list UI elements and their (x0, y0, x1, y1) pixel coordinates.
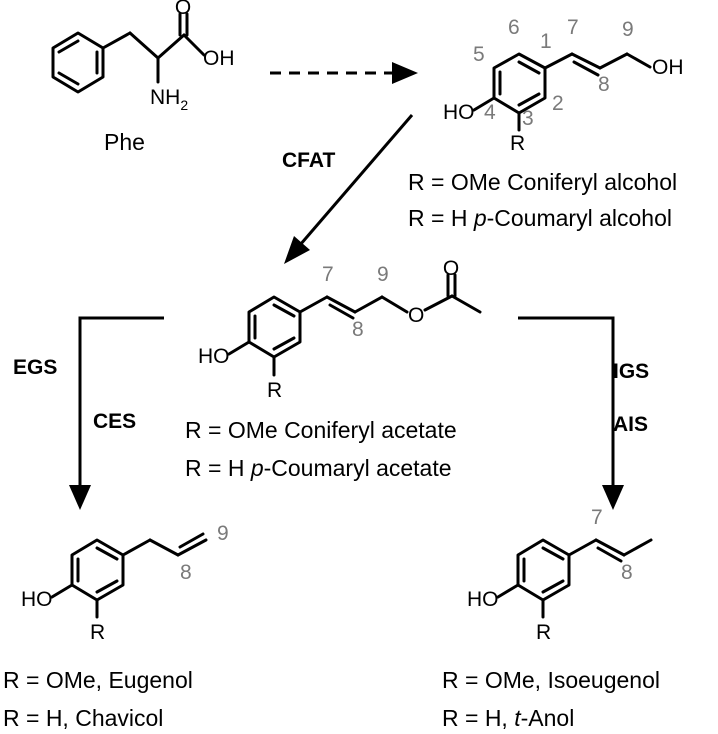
igs-ais-arrow (518, 316, 624, 510)
phe-ch2-bond (101, 31, 132, 50)
eugenol-c7c8-bond (148, 538, 180, 557)
isoeugenol-c7-bond (567, 538, 598, 557)
eugenol-c8c9-double (178, 532, 205, 549)
acetate-ring-double-1 (272, 303, 296, 318)
dashed-arrow-phe-to-alcohol (270, 62, 418, 84)
eugenol-caption-1: R = OMe, Eugenol (3, 667, 193, 693)
isoeugenol-num-8: 8 (621, 561, 633, 584)
acetate-methyl-bond (450, 294, 482, 314)
acetate-c8c9-bond (353, 295, 384, 314)
acetate-caption-2: R = H p-Coumaryl acetate (185, 455, 452, 481)
phe-carboxyl-bond (156, 33, 186, 60)
isoeugenol-c4-oh-bond (496, 583, 520, 599)
phe-name: Phe (104, 129, 145, 155)
alcohol-num-1: 1 (540, 30, 552, 53)
isoeugenol-caption-1: R = OMe, Isoeugenol (442, 667, 660, 693)
alcohol-num-8: 8 (598, 73, 610, 96)
eugenol-c4-oh-bond (50, 583, 74, 599)
alcohol-c9-oh-bond (625, 52, 652, 69)
alcohol-c8c9-bond (598, 52, 629, 70)
phenylalanine-structure: O OH NH2 Phe (51, 0, 235, 155)
isoeugenol-c7c8-bond (594, 538, 626, 557)
alcohol-num-7: 7 (567, 16, 579, 39)
eugenol-caption-2: R = H, Chavicol (3, 705, 163, 731)
eugenol-num-9: 9 (217, 522, 229, 545)
alcohol-ring-double-1 (517, 60, 541, 75)
phe-ring-double-3 (57, 71, 80, 86)
acetate-carbonyl-o: O (443, 257, 459, 280)
phe-ring (51, 31, 105, 94)
alcohol-c7c8-bond (570, 52, 602, 70)
acetate-c7c8-double (328, 303, 355, 320)
acetate-structure: O O HO R 7 8 9 R = OMe Coniferyl acetate… (185, 257, 482, 481)
acetate-c7c8-bond (325, 295, 357, 314)
acetate-c7-bond (298, 295, 329, 314)
isoeugenol-c7c8-double (596, 546, 623, 563)
acetate-r-label: R (267, 379, 282, 402)
alcohol-r-label: R (510, 132, 525, 155)
alcohol-ring-double-2 (517, 92, 541, 107)
isoeugenol-num-7: 7 (591, 506, 603, 529)
acetate-oh-left: HO (198, 345, 230, 368)
eugenol-ch2-bond (121, 538, 152, 557)
isoeugenol-ring-double-2 (541, 579, 565, 594)
acetate-c4-oh-bond (227, 340, 251, 356)
isoeugenol-oh-left: HO (467, 588, 499, 611)
alcohol-caption-2: R = H p-Coumaryl alcohol (408, 205, 672, 231)
alcohol-num-4: 4 (484, 101, 496, 124)
alcohol-c4-oh-bond (472, 96, 496, 112)
egs-label: EGS (13, 356, 57, 379)
acetate-num-8: 8 (352, 318, 364, 341)
alcohol-num-6: 6 (508, 16, 520, 39)
phe-ring-double-1 (57, 39, 80, 54)
isoeugenol-caption-2: R = H, t-Anol (442, 705, 574, 731)
acetate-num-9: 9 (377, 263, 389, 286)
cfat-label: CFAT (282, 149, 335, 172)
acetate-caption-1: R = OMe Coniferyl acetate (185, 417, 457, 443)
alcohol-num-9: 9 (622, 18, 634, 41)
cfat-arrow (284, 114, 414, 264)
eugenol-num-8: 8 (180, 561, 192, 584)
alcohol-structure: OH HO R 1 2 3 4 5 6 7 8 9 R = OMe Conife… (408, 16, 684, 231)
acetate-num-7: 7 (322, 263, 334, 286)
eugenol-structure: HO R 8 9 R = OMe, Eugenol R = H, Chavico… (3, 522, 229, 731)
isoeugenol-ring-double-1 (541, 546, 565, 561)
phe-amine-label: NH2 (150, 86, 188, 113)
alcohol-oh-left: HO (443, 101, 475, 124)
phe-oh-bond (182, 33, 206, 57)
acetate-ester-o: O (408, 304, 424, 327)
egs-ces-arrow (69, 316, 164, 510)
eugenol-c8c9-bond (176, 538, 208, 557)
ais-label: AIS (613, 413, 648, 436)
alcohol-num-3: 3 (522, 107, 534, 130)
acetate-o-carbonyl-bond (423, 294, 454, 312)
eugenol-ring-double-1 (95, 546, 119, 561)
alcohol-oh-right: OH (652, 56, 684, 79)
eugenol-ring-double-2 (95, 579, 119, 594)
alcohol-c7c8-double (572, 60, 600, 77)
phe-calpha-bond (128, 31, 160, 60)
isoeugenol-methyl-bond (622, 538, 653, 557)
ces-label: CES (93, 410, 136, 433)
alcohol-num-5: 5 (473, 43, 485, 66)
phe-oh-label: OH (203, 47, 235, 70)
alcohol-caption-1: R = OMe Coniferyl alcohol (408, 169, 677, 195)
eugenol-oh-left: HO (21, 588, 53, 611)
isoeugenol-r-label: R (536, 621, 551, 644)
phe-carbonyl-o: O (175, 0, 191, 19)
acetate-c9-o-bond (380, 295, 409, 314)
alcohol-c7-bond (543, 52, 574, 70)
alcohol-num-2: 2 (552, 92, 564, 115)
acetate-ring-double-2 (272, 336, 296, 351)
igs-label: IGS (613, 360, 649, 383)
eugenol-r-label: R (90, 621, 105, 644)
isoeugenol-structure: HO R 7 8 R = OMe, Isoeugenol R = H, t-An… (442, 506, 660, 731)
